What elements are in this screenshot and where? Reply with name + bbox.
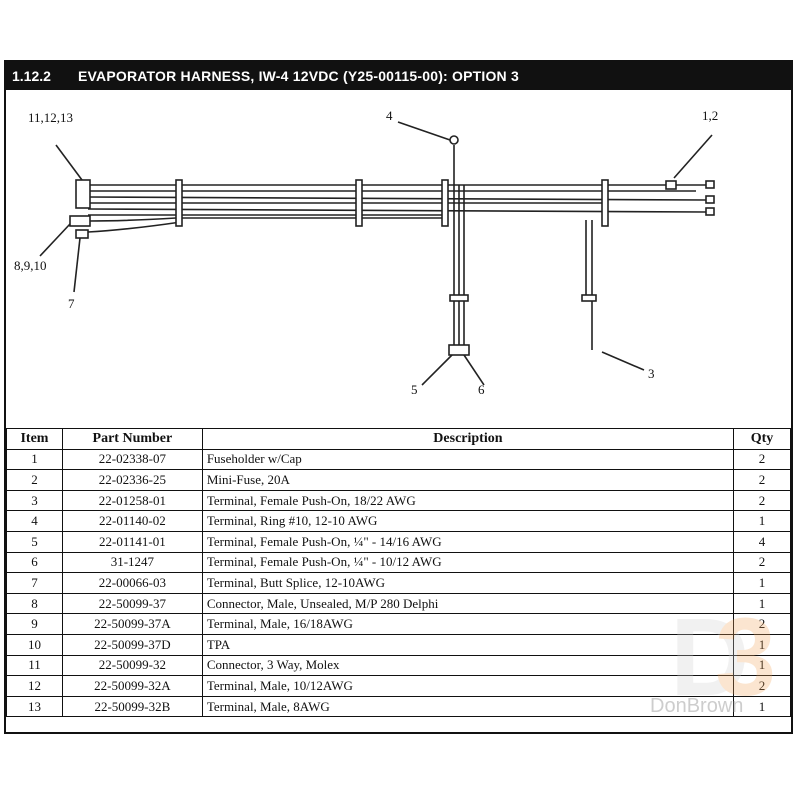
cell-item: 2: [6, 469, 63, 491]
harness-drawing: [39, 121, 715, 386]
cell-part-number: 22-01141-01: [61, 530, 203, 553]
callout-11-12-13: 11,12,13: [28, 110, 74, 125]
cell-item: 8: [6, 592, 63, 615]
watermark-text: DonBrown: [650, 695, 744, 717]
col-header-description: Description: [201, 428, 735, 450]
cell-part-number: 31-1247: [61, 551, 203, 574]
cell-item: 6: [6, 551, 63, 574]
cell-description: Fuseholder w/Cap: [201, 448, 735, 471]
callout-6: 6: [478, 382, 485, 397]
callout-8-9-10: 8,9,10: [14, 258, 47, 273]
sleeve: [441, 179, 449, 227]
callout-3: 3: [648, 366, 655, 381]
cell-part-number: 22-50099-32A: [61, 675, 203, 697]
cell-description: Terminal, Female Push-On, ¼" - 10/12 AWG: [201, 551, 735, 574]
cell-part-number: 22-50099-32: [61, 654, 203, 677]
parts-page-frame: 1.12.2 EVAPORATOR HARNESS, IW-4 12VDC (Y…: [4, 60, 793, 734]
callout-7: 7: [68, 296, 75, 311]
section-header: 1.12.2 EVAPORATOR HARNESS, IW-4 12VDC (Y…: [6, 62, 791, 90]
cell-qty: 1: [733, 510, 791, 532]
cell-qty: 1: [733, 695, 791, 718]
cell-item: 1: [6, 448, 63, 471]
cell-part-number: 22-50099-37: [61, 592, 203, 615]
sleeve: [355, 179, 363, 227]
callout-4: 4: [386, 108, 393, 123]
cell-description: Terminal, Female Push-On, 18/22 AWG: [201, 489, 735, 512]
cell-part-number: 22-01258-01: [61, 489, 203, 512]
cell-item: 4: [6, 510, 63, 532]
cell-item: 13: [6, 695, 63, 718]
cell-item: 3: [6, 489, 63, 512]
cell-item: 7: [6, 572, 63, 594]
harness-diagram: 11,12,13 4 1,2 8,9,10 7 5 6 3: [6, 90, 791, 428]
cell-qty: 4: [733, 530, 791, 553]
wire: [87, 217, 446, 222]
sleeve: [175, 179, 183, 227]
watermark-logo: D 3: [670, 596, 776, 719]
cell-part-number: 22-01140-02: [61, 510, 203, 532]
section-number: 1.12.2: [12, 68, 51, 84]
cell-description: Connector, Male, Unsealed, M/P 280 Delph…: [201, 592, 735, 615]
cell-qty: 2: [733, 551, 791, 574]
cell-description: Terminal, Ring #10, 12-10 AWG: [201, 510, 735, 532]
cell-part-number: 22-02338-07: [61, 448, 203, 471]
cell-description: Terminal, Male, 10/12AWG: [201, 675, 735, 697]
cell-qty: 2: [733, 489, 791, 512]
cell-description: Terminal, Male, 8AWG: [201, 695, 735, 718]
cell-description: Mini-Fuse, 20A: [201, 469, 735, 491]
section-title: EVAPORATOR HARNESS, IW-4 12VDC (Y25-0011…: [78, 68, 519, 84]
sleeve: [601, 179, 609, 227]
cell-part-number: 22-02336-25: [61, 469, 203, 491]
wire: [87, 221, 182, 233]
cell-item: 10: [6, 633, 63, 656]
col-header-qty: Qty: [733, 428, 791, 450]
callout-5: 5: [411, 382, 418, 397]
table-header-row: Item Part Number Description Qty: [6, 428, 791, 450]
cell-item: 9: [6, 613, 63, 635]
cell-item: 5: [6, 530, 63, 553]
svg-text:D: D: [670, 596, 749, 719]
cell-part-number: 22-50099-37D: [61, 633, 203, 656]
cell-part-number: 22-00066-03: [61, 572, 203, 594]
cell-qty: 2: [733, 448, 791, 471]
cell-part-number: 22-50099-32B: [61, 695, 203, 718]
cell-qty: 2: [733, 469, 791, 491]
col-header-part-number: Part Number: [61, 428, 203, 450]
cell-item: 11: [6, 654, 63, 677]
cell-description: Connector, 3 Way, Molex: [201, 654, 735, 677]
cell-item: 12: [6, 675, 63, 697]
callout-1-2: 1,2: [702, 108, 719, 123]
cell-part-number: 22-50099-37A: [61, 613, 203, 635]
col-header-item: Item: [6, 428, 63, 450]
cell-description: Terminal, Female Push-On, ¼" - 14/16 AWG: [201, 530, 735, 553]
svg-text:3: 3: [715, 596, 776, 719]
